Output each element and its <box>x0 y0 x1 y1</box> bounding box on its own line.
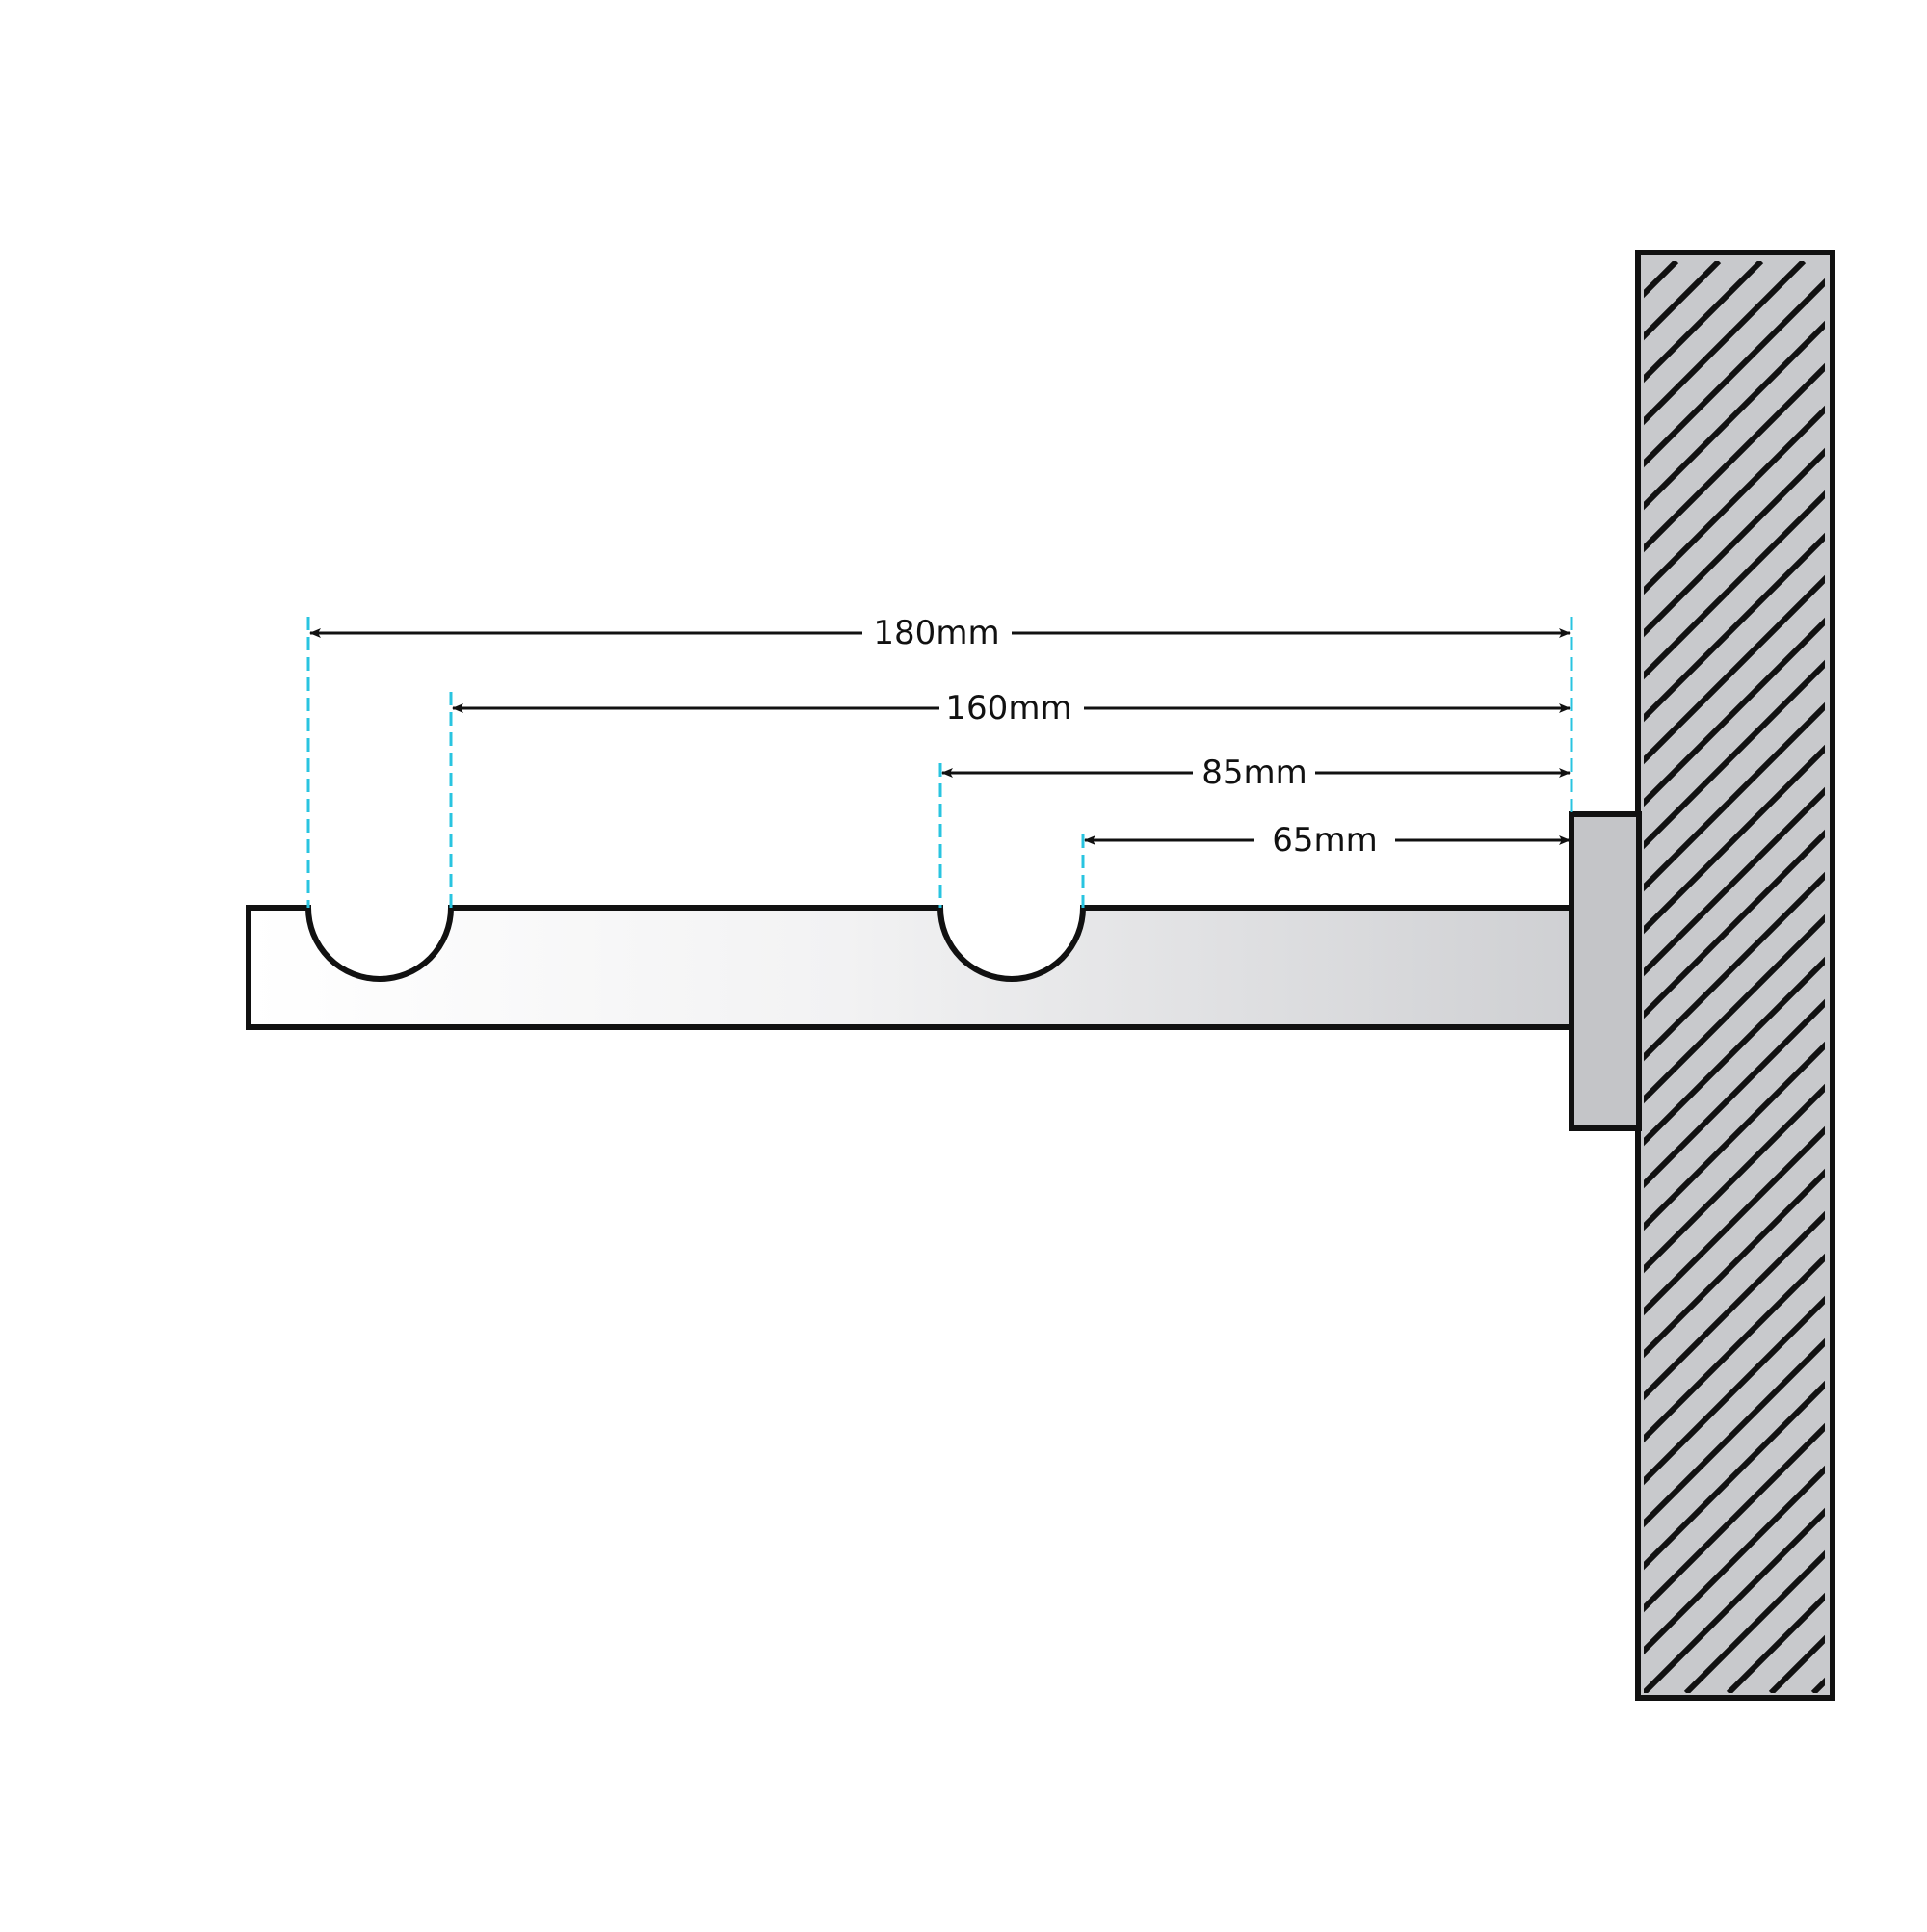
hatch-line <box>1644 1422 1825 1613</box>
dimension-label-65: 65mm <box>1272 821 1378 860</box>
mounting-plate <box>1569 811 1642 1131</box>
hatch-line <box>1644 362 1825 553</box>
hatch-line <box>1644 447 1825 638</box>
extension-lines <box>306 617 1573 908</box>
dimension-65: 65mm <box>1084 821 1571 860</box>
wall <box>1635 250 1835 1701</box>
dimension-label-85: 85mm <box>1201 754 1307 792</box>
hatch-line <box>1644 871 1825 1062</box>
wall-body <box>1635 250 1835 1701</box>
dimension-label-180: 180mm <box>873 614 999 652</box>
wall-hatching <box>1644 261 1825 1693</box>
hatch-line <box>1644 490 1825 680</box>
hatch-line <box>1644 1380 1825 1571</box>
hatch-line <box>1644 1337 1825 1528</box>
dimension-85: 85mm <box>941 754 1571 792</box>
bracket-bar <box>246 905 1574 1030</box>
dimension-label-160: 160mm <box>945 689 1071 728</box>
hatch-line <box>1644 1295 1825 1486</box>
hatch-line <box>1644 829 1825 1019</box>
dimension-160: 160mm <box>452 689 1571 728</box>
dimension-180: 180mm <box>309 614 1571 652</box>
hatch-line <box>1644 913 1825 1104</box>
hatch-line <box>1644 956 1825 1147</box>
hatch-line <box>1644 320 1825 511</box>
hatch-line <box>1644 405 1825 595</box>
